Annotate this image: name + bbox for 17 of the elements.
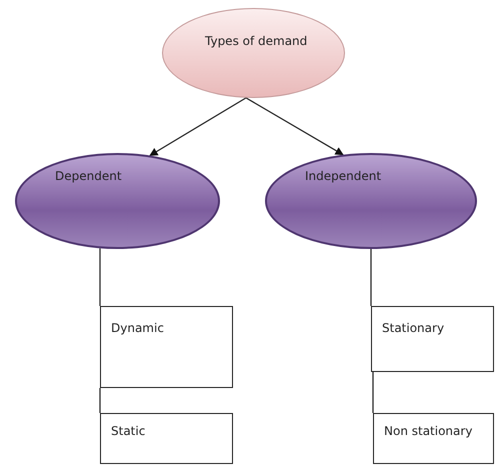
arrow — [246, 97, 344, 156]
connector-line — [370, 249, 372, 306]
node-label: Dependent — [55, 169, 122, 183]
rectangle-box — [373, 413, 494, 464]
rectangle-box — [371, 306, 494, 372]
connector-line — [99, 248, 101, 306]
node-label: Independent — [305, 169, 382, 183]
node-label: Non stationary — [384, 424, 472, 438]
node-label: Types of demand — [205, 34, 308, 48]
rectangle-box — [100, 413, 233, 464]
node-label: Static — [111, 424, 146, 438]
connector-line — [372, 372, 374, 413]
connector-line — [99, 388, 101, 413]
rectangle-box — [100, 306, 233, 388]
node-label: Stationary — [382, 321, 444, 335]
node-label: Dynamic — [111, 321, 164, 335]
arrow — [149, 97, 246, 156]
